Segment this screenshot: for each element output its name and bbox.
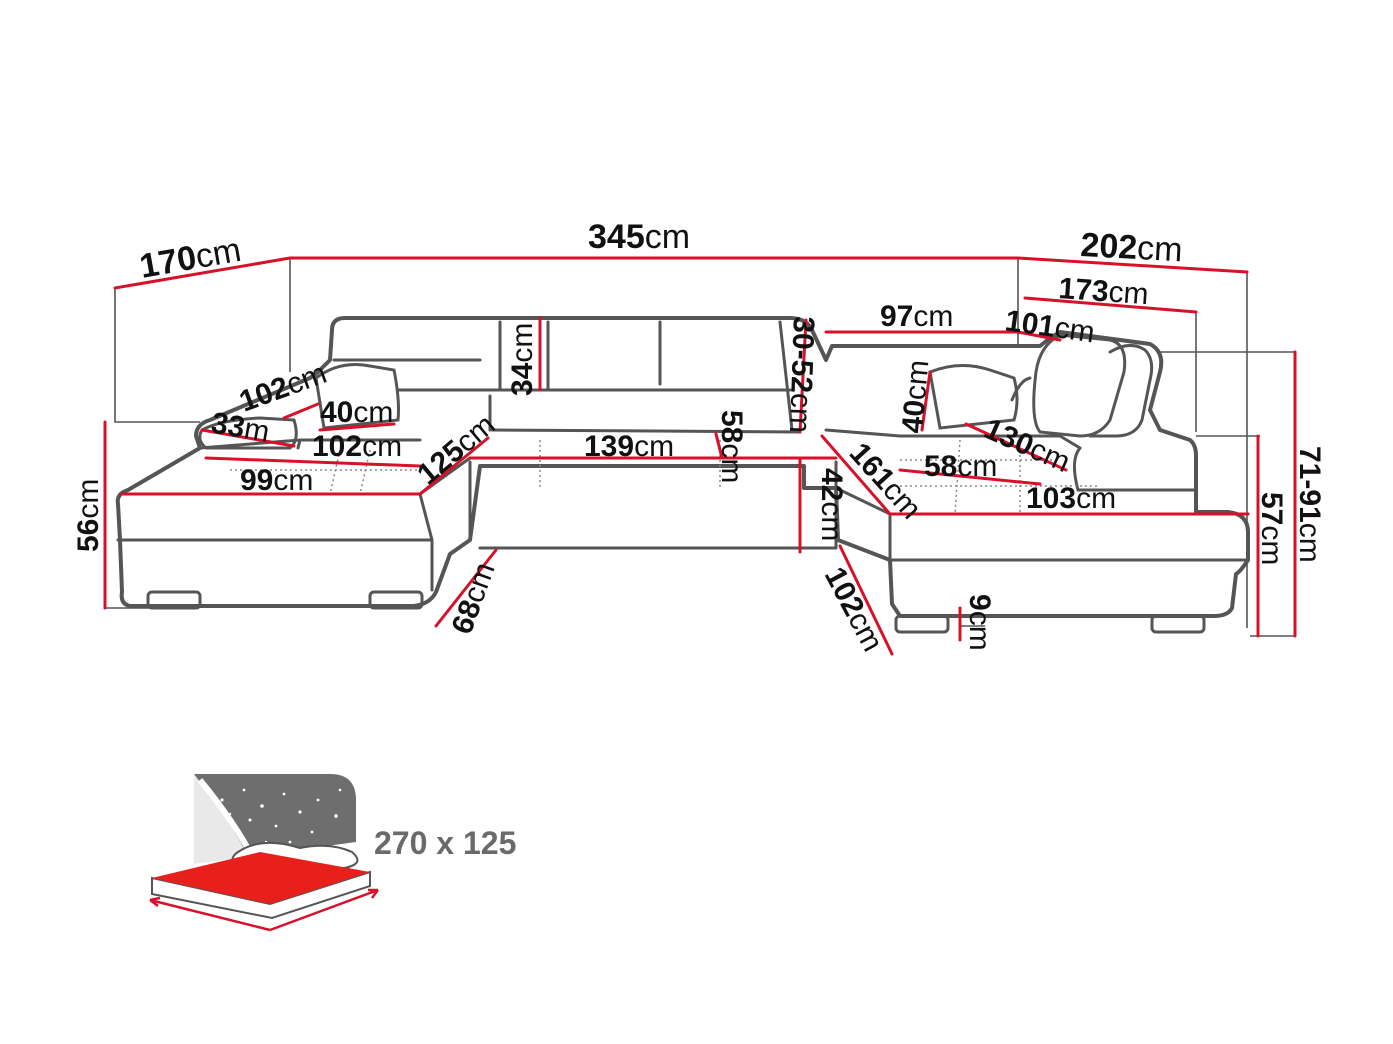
dim-34: 34cm — [506, 323, 539, 396]
dim-71-91: 71-91cm — [1293, 446, 1326, 563]
dim-58-right: 58cm — [924, 450, 997, 483]
dim-170: 170cm — [137, 231, 244, 286]
dim-102-seat: 102cm — [312, 430, 402, 463]
dim-68: 68cm — [446, 558, 502, 638]
dim-40-left: 40cm — [320, 396, 393, 429]
dim-97: 97cm — [880, 300, 953, 333]
dim-40-right: 40cm — [896, 359, 935, 435]
extension-lines — [105, 258, 1295, 637]
dim-202: 202cm — [1080, 226, 1184, 269]
dim-345: 345cm — [588, 218, 690, 256]
dim-58-center: 58cm — [715, 410, 748, 483]
dim-139: 139cm — [584, 430, 674, 463]
dim-30-52: 30-52cm — [783, 316, 820, 434]
dim-99: 99cm — [240, 464, 313, 497]
dim-9: 9cm — [963, 594, 996, 651]
dim-57: 57cm — [1255, 492, 1288, 565]
dim-103: 103cm — [1026, 482, 1116, 515]
dim-42: 42cm — [815, 468, 848, 541]
dim-33: 33m — [209, 406, 272, 449]
dim-102-depth: 102cm — [818, 562, 889, 657]
dim-56: 56cm — [72, 479, 105, 552]
dimension-lines — [103, 256, 1297, 656]
dim-173: 173cm — [1058, 272, 1150, 311]
dim-101: 101cm — [1003, 304, 1097, 349]
bed-size-label: 270 x 125 — [374, 825, 516, 861]
sofa-bed-icon — [149, 774, 379, 932]
